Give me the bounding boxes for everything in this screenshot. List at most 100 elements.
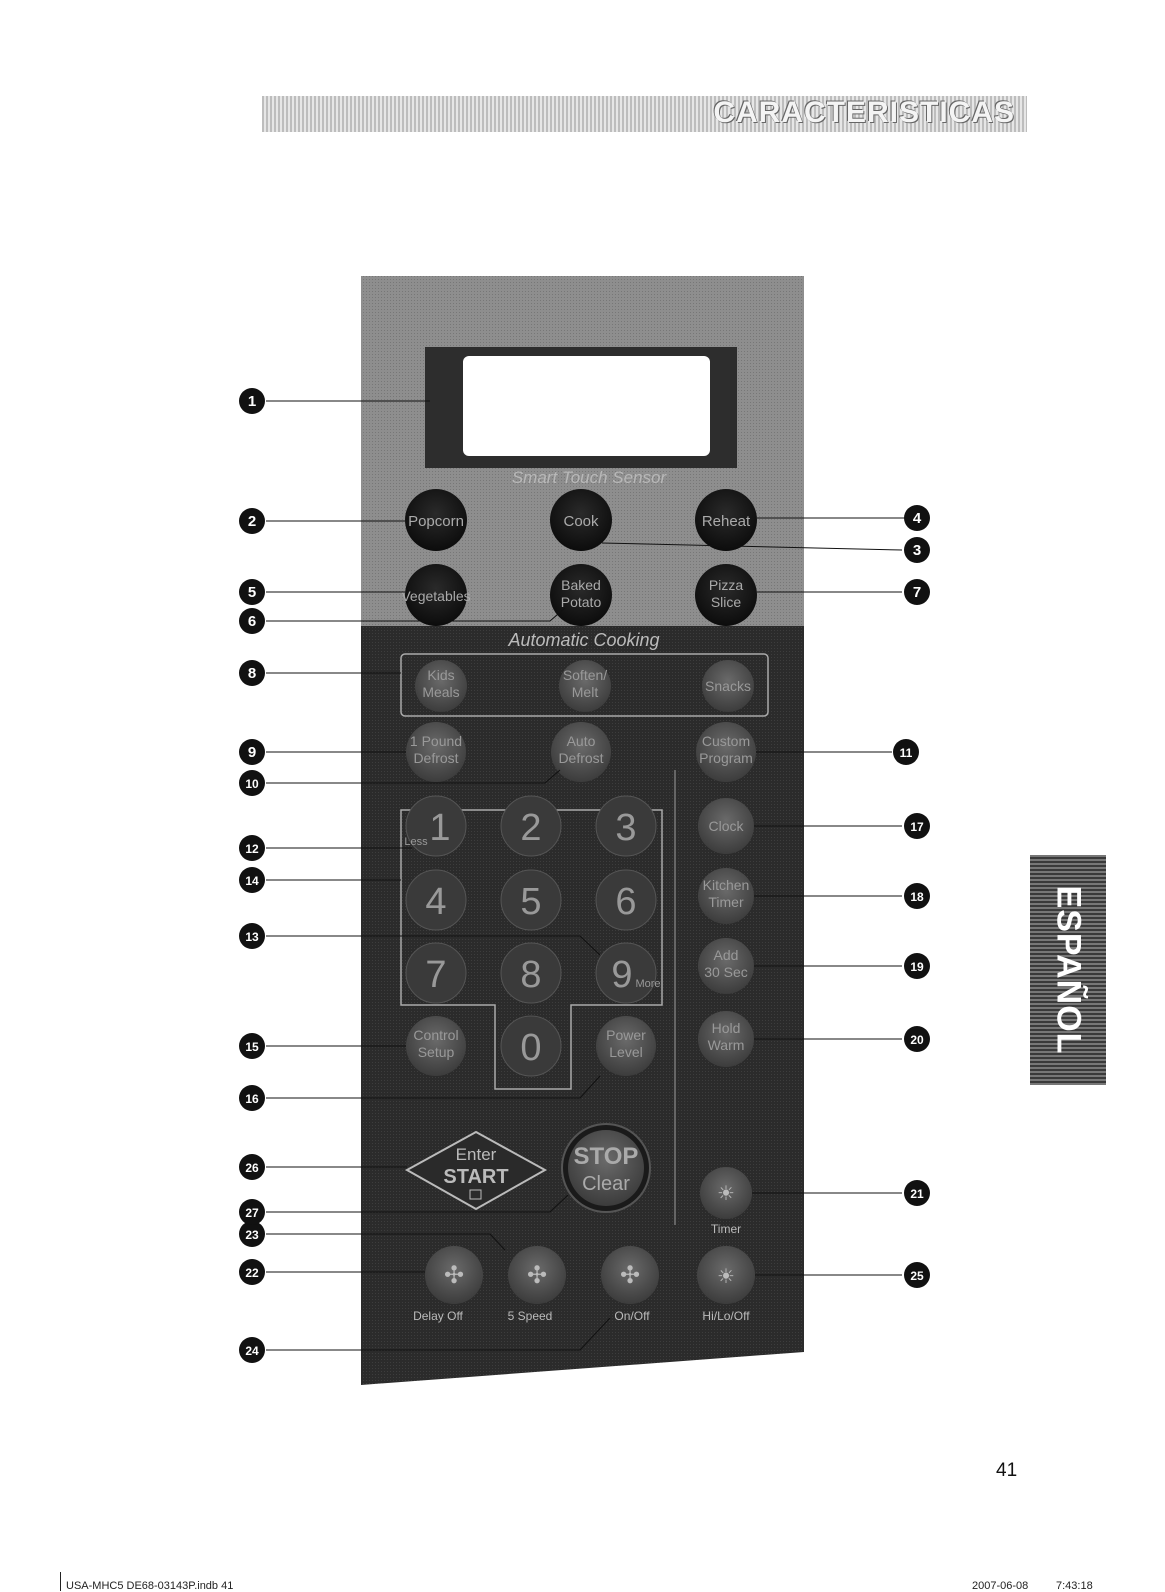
- svg-text:1: 1: [429, 807, 450, 849]
- digit-0-button[interactable]: 0: [500, 1015, 562, 1077]
- svg-text:19: 19: [910, 960, 924, 974]
- svg-text:Defrost: Defrost: [558, 750, 603, 766]
- vegetables-button[interactable]: Vegetables: [401, 564, 471, 626]
- automatic-cooking-frame: [400, 653, 769, 717]
- one-pound-defrost-button[interactable]: 1 Pound Defrost: [406, 722, 466, 782]
- callout-5: 5: [239, 579, 265, 605]
- svg-text:Level: Level: [609, 1044, 642, 1060]
- svg-text:25: 25: [910, 1269, 924, 1283]
- footer-file: USA-MHC5 DE68-03143P.indb 41: [66, 1580, 234, 1592]
- svg-text:Melt: Melt: [572, 684, 599, 700]
- svg-text:18: 18: [910, 890, 924, 904]
- svg-text:Vegetables: Vegetables: [401, 588, 470, 604]
- svg-text:14: 14: [245, 874, 259, 888]
- digit-4-button[interactable]: 4: [405, 869, 467, 931]
- svg-text:0: 0: [520, 1027, 541, 1069]
- svg-text:Add: Add: [714, 947, 739, 963]
- svg-text:1: 1: [248, 393, 256, 410]
- callout-25: 25: [904, 1262, 930, 1288]
- callout-12: 12: [239, 835, 265, 861]
- leader-lines: [266, 400, 905, 1351]
- custom-program-button[interactable]: Custom Program: [696, 722, 756, 782]
- callout-1: 1: [239, 388, 265, 414]
- svg-text:Power: Power: [606, 1027, 646, 1043]
- fan-icon: ✣: [527, 1262, 547, 1289]
- svg-text:START: START: [443, 1166, 508, 1188]
- digit-7-button[interactable]: 7: [405, 942, 467, 1004]
- svg-text:Pizza: Pizza: [709, 577, 743, 593]
- reheat-button[interactable]: Reheat: [695, 489, 757, 551]
- timer-label: Timer: [711, 1222, 741, 1236]
- kids-meals-button[interactable]: Kids Meals: [415, 660, 467, 712]
- svg-text:7: 7: [425, 954, 446, 996]
- callout-19: 19: [904, 953, 930, 979]
- callout-18: 18: [904, 883, 930, 909]
- svg-text:Reheat: Reheat: [702, 513, 751, 530]
- digit-6-button[interactable]: 6: [595, 869, 657, 931]
- footer-rule: [60, 1572, 61, 1591]
- digit-1-button[interactable]: 1 Less: [404, 795, 467, 857]
- fan-delay-off-button[interactable]: ✣: [425, 1246, 483, 1304]
- lock-icon: [469, 1189, 482, 1200]
- popcorn-button[interactable]: Popcorn: [405, 489, 467, 551]
- svg-text:20: 20: [910, 1033, 924, 1047]
- callout-26: 26: [239, 1154, 265, 1180]
- callout-11: 11: [893, 739, 919, 765]
- automatic-cooking-label: Automatic Cooking: [507, 630, 659, 650]
- callout-7: 7: [904, 579, 930, 605]
- stop-clear-button[interactable]: STOP Clear: [561, 1123, 651, 1213]
- svg-text:Hold: Hold: [712, 1020, 741, 1036]
- svg-text:Potato: Potato: [561, 594, 602, 610]
- svg-text:Soften/: Soften/: [563, 667, 607, 683]
- hi-lo-off-label: Hi/Lo/Off: [702, 1309, 750, 1323]
- snacks-button[interactable]: Snacks: [702, 660, 754, 712]
- number-pad-frame: [400, 809, 663, 1090]
- auto-defrost-button[interactable]: Auto Defrost: [551, 722, 611, 782]
- power-level-button[interactable]: Power Level: [596, 1016, 656, 1076]
- digit-3-button[interactable]: 3: [595, 795, 657, 857]
- digit-5-button[interactable]: 5: [500, 869, 562, 931]
- soften-melt-button[interactable]: Soften/ Melt: [559, 660, 611, 712]
- light-timer-button[interactable]: ☀: [700, 1167, 752, 1219]
- fan-speed-button[interactable]: ✣: [508, 1246, 566, 1304]
- callout-8: 8: [239, 660, 265, 686]
- svg-text:Custom: Custom: [702, 733, 750, 749]
- light-hi-lo-off-button[interactable]: ☀: [697, 1246, 755, 1304]
- clock-button[interactable]: Clock: [698, 798, 754, 854]
- svg-text:4: 4: [913, 510, 922, 527]
- section-header-bar: CARACTERISTICAS: [262, 96, 1027, 132]
- bulb-icon: ☀: [717, 1183, 735, 1205]
- cook-button[interactable]: Cook: [550, 489, 612, 551]
- add-30-sec-button[interactable]: Add 30 Sec: [698, 938, 754, 994]
- svg-text:4: 4: [425, 881, 446, 923]
- hold-warm-button[interactable]: Hold Warm: [698, 1011, 754, 1067]
- callout-23: 23: [239, 1221, 265, 1247]
- svg-text:Baked: Baked: [561, 577, 601, 593]
- svg-text:Kitchen: Kitchen: [703, 877, 750, 893]
- svg-text:2: 2: [520, 807, 541, 849]
- display-screen: [463, 356, 710, 456]
- svg-text:Timer: Timer: [708, 894, 744, 910]
- digit-8-button[interactable]: 8: [500, 942, 562, 1004]
- svg-text:10: 10: [245, 777, 259, 791]
- svg-text:11: 11: [900, 746, 913, 760]
- speed-label: 5 Speed: [508, 1309, 553, 1323]
- fan-on-off-button[interactable]: ✣: [601, 1246, 659, 1304]
- svg-text:26: 26: [245, 1161, 259, 1175]
- control-setup-button[interactable]: Control Setup: [406, 1016, 466, 1076]
- callout-markers: 1234567891011121314151617181920212223242…: [239, 388, 930, 1363]
- delay-off-label: Delay Off: [413, 1309, 463, 1323]
- callout-15: 15: [239, 1033, 265, 1059]
- callout-17: 17: [904, 813, 930, 839]
- digit-2-button[interactable]: 2: [500, 795, 562, 857]
- fan-icon: ✣: [620, 1262, 640, 1289]
- digit-9-button[interactable]: 9 More: [595, 942, 661, 1004]
- fan-icon: ✣: [444, 1262, 464, 1289]
- svg-text:21: 21: [910, 1187, 924, 1201]
- baked-potato-button[interactable]: Baked Potato: [550, 564, 612, 626]
- svg-text:Less: Less: [404, 836, 428, 848]
- svg-text:Clear: Clear: [582, 1173, 630, 1195]
- pizza-slice-button[interactable]: Pizza Slice: [695, 564, 757, 626]
- kitchen-timer-button[interactable]: Kitchen Timer: [698, 868, 754, 924]
- enter-start-button[interactable]: Enter START: [404, 1130, 548, 1211]
